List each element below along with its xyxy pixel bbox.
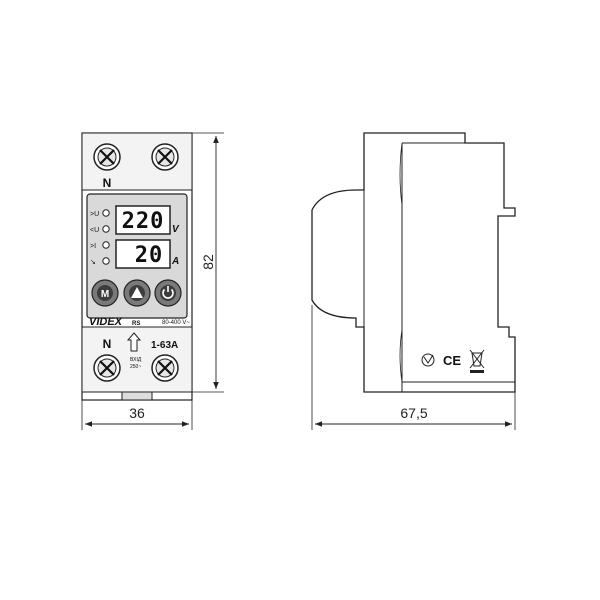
led-icon — [102, 241, 110, 249]
front-view: N >U <U >I ↘ 220 V 20 A M — [81, 132, 193, 401]
m-button-label: M — [101, 289, 109, 300]
screw-icon — [151, 143, 179, 171]
voltage-display — [115, 205, 171, 235]
led-icon — [102, 257, 110, 265]
height-dimension: 82 — [192, 132, 224, 393]
ce-mark: CE — [443, 353, 461, 368]
width-dimension-label: 36 — [129, 405, 145, 421]
input-arrow-icon — [126, 332, 142, 352]
height-dimension-label: 82 — [200, 254, 216, 270]
led-label: >U — [90, 211, 99, 218]
input-rating: 250~ — [130, 364, 141, 370]
led-label: >I — [90, 243, 96, 250]
side-body-outline — [311, 132, 516, 393]
voltage-range: 80-400 V~ — [162, 320, 190, 326]
depth-dimension: 67,5 — [311, 305, 516, 430]
weee-bin-icon — [469, 349, 485, 373]
up-triangle-icon — [131, 287, 143, 298]
side-view: CE — [311, 132, 516, 393]
power-button[interactable] — [154, 279, 182, 307]
brand-name: VIDEX — [89, 316, 123, 328]
screw-icon — [93, 354, 121, 382]
m-button[interactable]: M — [91, 279, 119, 307]
width-dimension: 36 — [81, 400, 193, 430]
din-clip — [121, 391, 153, 401]
screw-icon — [93, 143, 121, 171]
current-display — [115, 239, 171, 269]
led-icon — [102, 209, 110, 217]
rohs-icon — [421, 353, 435, 367]
led-label: <U — [90, 227, 99, 234]
up-button[interactable] — [123, 279, 151, 307]
input-label: ВХІД — [130, 357, 142, 363]
led-label: ↘ — [90, 259, 96, 266]
terminal-bottom-label: N — [103, 337, 112, 351]
voltage-reading: 220 — [122, 209, 165, 234]
current-reading: 20 — [135, 243, 164, 268]
depth-dimension-label: 67,5 — [400, 405, 427, 421]
terminal-top-label: N — [103, 176, 112, 190]
led-indicators: >U <U >I ↘ — [90, 209, 110, 266]
led-icon — [102, 225, 110, 233]
screw-icon — [151, 354, 179, 382]
current-range: 1-63A — [151, 340, 178, 351]
power-icon — [162, 286, 174, 299]
current-unit: A — [171, 256, 179, 267]
voltage-unit: V — [172, 224, 180, 235]
brand-suffix: RS — [132, 321, 140, 327]
